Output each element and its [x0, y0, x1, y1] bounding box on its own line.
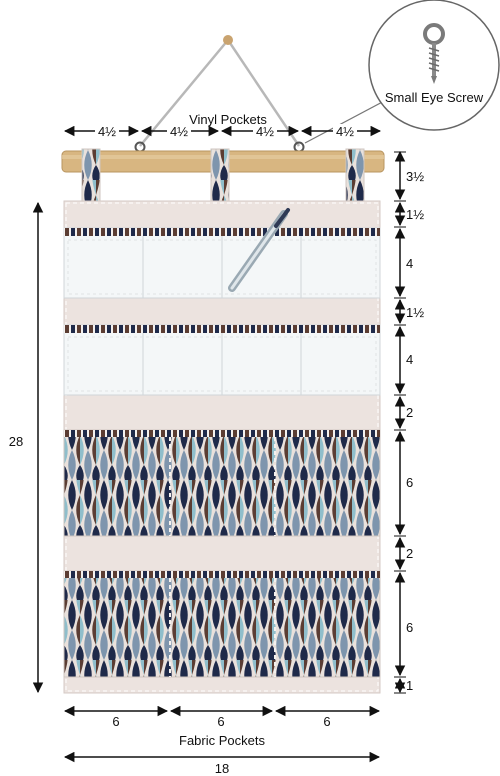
- fabric-pocket-row-1: [63, 429, 381, 537]
- bottom-width-3: 6: [323, 714, 330, 729]
- bottom-dimension-lines: [63, 705, 381, 763]
- right-dimension-lines: [394, 150, 406, 694]
- right-height-2: 1½: [406, 207, 424, 222]
- pen-illustration: [228, 208, 290, 292]
- vinyl-pocket-row-1: [63, 227, 381, 299]
- right-height-9: 6: [406, 620, 413, 635]
- vinyl-pocket-row-2: [63, 324, 381, 396]
- right-height-1: 3½: [406, 169, 424, 184]
- bottom-width-2: 6: [217, 714, 224, 729]
- right-height-8: 2: [406, 546, 413, 561]
- vinyl-pockets-label: Vinyl Pockets: [189, 112, 267, 127]
- bottom-width-1: 6: [112, 714, 119, 729]
- right-height-3: 4: [406, 256, 413, 271]
- total-height: 28: [9, 434, 23, 449]
- dim-bg: [253, 124, 277, 139]
- dim-bg: [333, 124, 357, 139]
- fabric-pockets-label: Fabric Pockets: [179, 733, 265, 748]
- eye-screw-icon: [423, 23, 445, 84]
- right-height-5: 4: [406, 352, 413, 367]
- total-width: 18: [215, 761, 229, 776]
- eye-screw-label: Small Eye Screw: [385, 90, 484, 105]
- fabric-pocket-row-2: [63, 570, 381, 678]
- eye-screw-left: [134, 141, 146, 153]
- right-height-7: 6: [406, 475, 413, 490]
- nail-head: [223, 35, 233, 45]
- top-width-2: 4½: [170, 124, 188, 139]
- top-width-4: 4½: [336, 124, 354, 139]
- top-width-3: 4½: [256, 124, 274, 139]
- right-height-10: 1: [406, 678, 413, 693]
- dim-bg: [167, 124, 191, 139]
- dim-bg: [95, 124, 119, 139]
- right-height-4: 1½: [406, 305, 424, 320]
- eye-screw-callout: Small Eye Screw: [304, 0, 500, 144]
- right-height-6: 2: [406, 405, 413, 420]
- top-width-1: 4½: [98, 124, 116, 139]
